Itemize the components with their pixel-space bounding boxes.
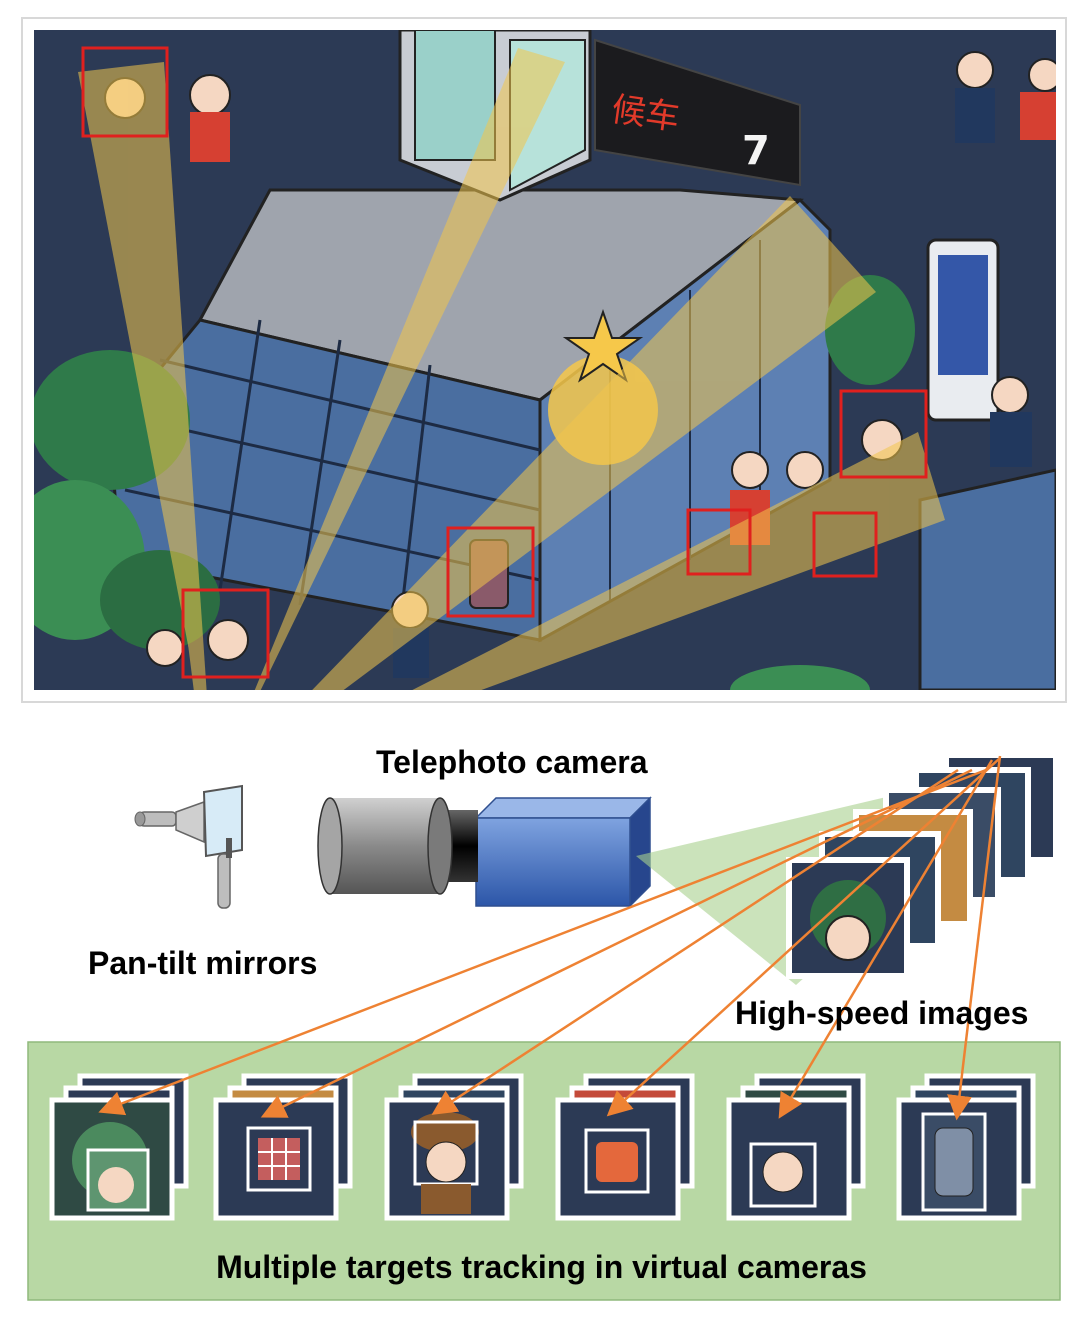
- target-boxes: [81, 46, 928, 679]
- sign-platform-number: 7: [742, 128, 770, 174]
- tracking-arrows: [98, 755, 1002, 1121]
- sign-waiting-text: 候车: [609, 89, 682, 139]
- high-speed-image-stack: [786, 752, 1059, 979]
- telephoto-camera-icon: [317, 796, 652, 908]
- stack-trash-can: [896, 1073, 1036, 1221]
- stack-hat-person: [49, 1073, 189, 1221]
- stack-police-face: [726, 1073, 866, 1221]
- virtual-cameras-panel: [27, 1041, 1061, 1301]
- stack-red-bag: [555, 1073, 695, 1221]
- stack-old-man: [384, 1073, 524, 1221]
- virtual-camera-stacks: [49, 1073, 1036, 1221]
- mirror-beams: [78, 48, 945, 690]
- multi-tracking-label: Multiple targets tracking in virtual cam…: [216, 1249, 867, 1285]
- scene-panel: [21, 17, 1067, 703]
- high-speed-images-label: High-speed images: [735, 995, 1029, 1031]
- pan-tilt-mirrors-label: Pan-tilt mirrors: [88, 945, 318, 981]
- pan-tilt-mirror-icon: [134, 784, 243, 909]
- telephoto-camera-label: Telephoto camera: [376, 744, 648, 780]
- stack-backpack: [213, 1073, 353, 1221]
